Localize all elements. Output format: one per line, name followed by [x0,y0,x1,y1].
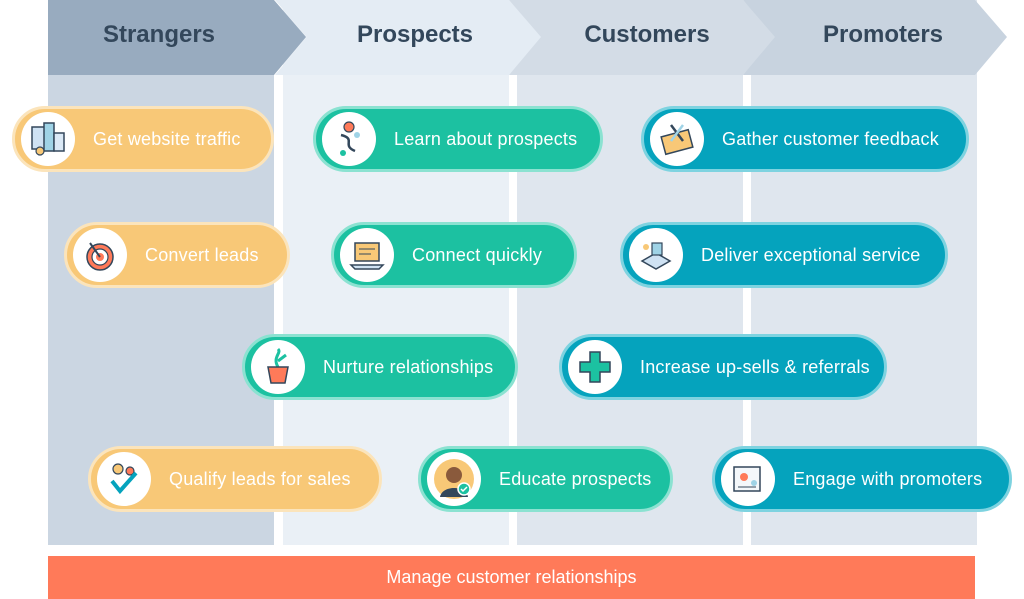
stage-customers: Customers [509,0,779,75]
stage-prospects-chevron [275,0,543,75]
prospect-research-icon [322,112,376,166]
manage-customer-relationships-bar: Manage customer relationships [48,556,975,599]
action-deliver-exceptional-service: Deliver exceptional service [620,222,948,288]
stage-strangers: Strangers [48,0,306,75]
stage-customers-label: Customers [584,21,710,48]
action-engage-with-promoters: Engage with promoters [712,446,1012,512]
stage-promoters-label: Promoters [822,21,944,48]
action-learn-about-prospects-label: Learn about prospects [394,128,578,149]
action-convert-leads: Convert leads [64,222,290,288]
action-educate-prospects: Educate prospects [418,446,673,512]
action-get-website-traffic-label: Get website traffic [93,128,241,149]
action-educate-prospects-label: Educate prospects [499,468,652,489]
action-get-website-traffic: Get website traffic [12,106,274,172]
stage-promoters: Promoters [743,0,1013,75]
action-increase-upsells-referrals: Increase up-sells & referrals [559,334,887,400]
action-connect-quickly: Connect quickly [331,222,577,288]
person-avatar-icon [427,452,481,506]
stage-strangers-label: Strangers [102,21,216,48]
qualify-check-icon [97,452,151,506]
action-qualify-leads: Qualify leads for sales [88,446,382,512]
action-gather-customer-feedback: Gather customer feedback [641,106,969,172]
plus-icon [568,340,622,394]
action-increase-upsells-referrals-label: Increase up-sells & referrals [640,356,870,377]
stage-customers-chevron [509,0,777,75]
service-desk-icon [629,228,683,282]
target-icon [73,228,127,282]
website-traffic-icon [21,112,75,166]
promoters-board-icon [721,452,775,506]
feedback-clipboard-icon [650,112,704,166]
action-convert-leads-label: Convert leads [145,244,259,265]
stage-prospects-label: Prospects [356,21,474,48]
action-engage-with-promoters-label: Engage with promoters [793,468,983,489]
stage-strangers-chevron [48,0,306,75]
action-gather-customer-feedback-label: Gather customer feedback [722,128,939,149]
stage-prospects: Prospects [275,0,545,75]
stage-promoters-chevron [743,0,1007,75]
action-qualify-leads-label: Qualify leads for sales [169,468,351,489]
laptop-icon [340,228,394,282]
potted-plant-icon [251,340,305,394]
action-nurture-relationships-label: Nurture relationships [323,356,494,377]
action-nurture-relationships: Nurture relationships [242,334,518,400]
action-connect-quickly-label: Connect quickly [412,244,543,265]
action-learn-about-prospects: Learn about prospects [313,106,603,172]
action-deliver-exceptional-service-label: Deliver exceptional service [701,244,921,265]
